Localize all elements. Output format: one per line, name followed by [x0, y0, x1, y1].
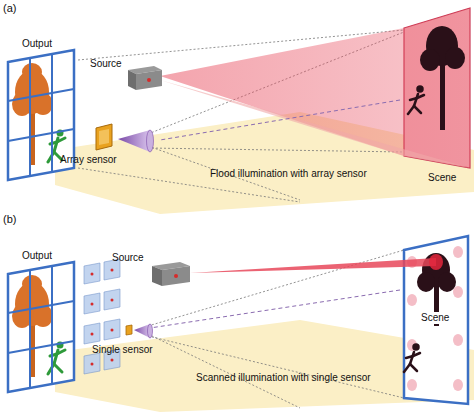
panel-letter: (b)	[3, 213, 16, 225]
output-label: Output	[22, 38, 52, 50]
array-sensor	[96, 124, 112, 150]
scan-beam	[190, 258, 436, 273]
source-label: Source	[112, 252, 144, 264]
panel-letter: (a)	[3, 2, 16, 14]
sensor-label: Array sensor	[60, 154, 117, 166]
light-source	[152, 262, 190, 286]
panel-b	[8, 236, 474, 412]
lens	[118, 130, 154, 152]
single-sensor	[126, 325, 132, 335]
caption-text: Scanned illumination with single sensor	[196, 372, 371, 384]
scene-label: Scene	[420, 312, 450, 324]
source-label: Source	[90, 58, 122, 70]
scanned-pixels	[84, 259, 120, 374]
output-image	[8, 262, 74, 392]
caption-text: Flood illumination with array sensor	[210, 168, 367, 180]
panel-a	[8, 8, 474, 214]
lens	[134, 324, 153, 338]
sensor-label: Single sensor	[92, 344, 153, 356]
output-label: Output	[22, 250, 52, 262]
light-source	[128, 66, 162, 90]
scene-label: Scene	[428, 172, 456, 184]
runner-silhouette	[404, 345, 420, 373]
tree-silhouette	[420, 26, 465, 130]
runner-silhouette	[408, 87, 424, 115]
scan-spots	[407, 246, 463, 391]
flood-beam	[160, 8, 470, 168]
